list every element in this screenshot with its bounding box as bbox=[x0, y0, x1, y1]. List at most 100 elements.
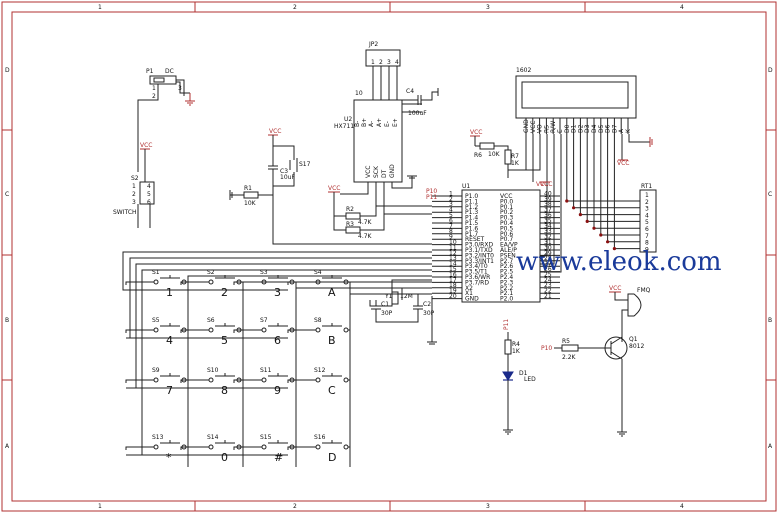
mcu-pin-number: 28 bbox=[544, 255, 552, 262]
svg-text:B-: B- bbox=[354, 121, 361, 127]
mcu-pin-name: P1.0 bbox=[465, 193, 478, 200]
svg-text:D: D bbox=[768, 67, 773, 74]
lcd-bus-line bbox=[566, 134, 640, 202]
svg-text:E+: E+ bbox=[392, 118, 399, 127]
vcc-label: VCC bbox=[140, 142, 152, 149]
mcu-pin-name: P1.2 bbox=[465, 204, 478, 211]
mcu-pin-name: VCC bbox=[500, 193, 512, 200]
rt1-pin-number: 8 bbox=[645, 240, 649, 247]
frame-col-2: 2 bbox=[293, 4, 297, 11]
keypad-button-ref: S9 bbox=[152, 367, 160, 374]
svg-text:4.7K: 4.7K bbox=[358, 219, 373, 226]
frame-col-3: 3 bbox=[486, 4, 490, 11]
svg-text:A-: A- bbox=[368, 121, 375, 127]
keypad-button-ref: S16 bbox=[314, 434, 326, 441]
mcu-pin-number: 34 bbox=[544, 223, 552, 230]
mcu-pin-name: ALE/P bbox=[500, 247, 517, 254]
svg-text:3: 3 bbox=[486, 503, 490, 510]
rt1-pin-number: 9 bbox=[645, 246, 649, 253]
hx711-module-u2: U2 HX711 10 B- B+ A- A+ E- E+ VCC SCK DT… bbox=[334, 90, 422, 214]
svg-text:Q1: Q1 bbox=[629, 336, 638, 343]
keypad-button-label: 3 bbox=[274, 286, 281, 299]
keypad-button-ref: S12 bbox=[314, 367, 326, 374]
mcu-pin-name: P3.7/RD bbox=[465, 279, 489, 286]
keypad-button-label: D bbox=[328, 451, 336, 464]
lcd-k-line bbox=[628, 134, 636, 143]
crystal-circuit: Y1 12M C1 30P C2 30P bbox=[369, 279, 437, 345]
svg-text:6: 6 bbox=[147, 199, 151, 206]
mcu-pin-number: 14 bbox=[449, 261, 457, 268]
svg-text:A: A bbox=[768, 443, 773, 450]
mcu-pin-name: P0.4 bbox=[500, 220, 513, 227]
svg-text:10K: 10K bbox=[244, 200, 257, 207]
mcu-pin-number: 32 bbox=[544, 234, 552, 241]
svg-text:U2: U2 bbox=[344, 116, 352, 123]
mcu-pin-name: X2 bbox=[465, 285, 473, 292]
svg-text:2.2K: 2.2K bbox=[562, 354, 577, 361]
mcu-pin-number: 2 bbox=[449, 196, 453, 203]
keypad-button-ref: S6 bbox=[207, 317, 215, 324]
svg-text:R6: R6 bbox=[474, 152, 482, 159]
lcd-bus-line bbox=[579, 134, 640, 216]
mcu-pin-name: P2.1 bbox=[500, 290, 513, 297]
reset-circuit: VCC S17 C3 10uF R1 10K bbox=[229, 128, 432, 245]
keypad-col-bus bbox=[349, 293, 432, 460]
mcu-pin-number: 33 bbox=[544, 228, 552, 235]
svg-text:3: 3 bbox=[387, 59, 391, 66]
svg-text:VCC: VCC bbox=[617, 160, 629, 167]
rt1-pin-number: 3 bbox=[645, 206, 649, 213]
svg-text:VCC: VCC bbox=[609, 285, 621, 292]
keypad-button-label: 4 bbox=[166, 334, 173, 347]
mcu-pin-number: 7 bbox=[449, 223, 453, 230]
svg-text:4: 4 bbox=[147, 183, 151, 190]
svg-text:VCC: VCC bbox=[536, 181, 548, 188]
mcu-pin-number: 3 bbox=[449, 201, 453, 208]
mcu-pin-number: 19 bbox=[449, 288, 457, 295]
frame-row-A: A bbox=[5, 443, 10, 450]
svg-text:SWITCH: SWITCH bbox=[113, 209, 137, 216]
svg-text:C2: C2 bbox=[423, 301, 431, 308]
connector-jp2: JP2 1 2 3 4 bbox=[365, 41, 401, 100]
mcu-pin-number: 15 bbox=[449, 266, 457, 273]
svg-text:100uF: 100uF bbox=[408, 110, 427, 117]
mcu-pin-number: 40 bbox=[544, 190, 552, 197]
svg-text:12M: 12M bbox=[400, 293, 413, 300]
frame-col-1: 1 bbox=[98, 4, 102, 11]
rt1-pin-number: 1 bbox=[645, 192, 649, 199]
svg-text:VCC: VCC bbox=[365, 166, 372, 178]
net-label-p11: P11 bbox=[426, 194, 437, 201]
mcu-pin-number: 20 bbox=[449, 293, 457, 300]
junction-dot bbox=[599, 233, 603, 237]
keypad-button-ref: S14 bbox=[207, 434, 219, 441]
svg-text:4: 4 bbox=[395, 59, 399, 66]
mcu-pin-number: 21 bbox=[544, 293, 552, 300]
svg-text:1: 1 bbox=[152, 85, 156, 92]
keypad-button-label: 7 bbox=[166, 384, 173, 397]
svg-text:LED: LED bbox=[524, 376, 536, 383]
mcu-pin-number: 25 bbox=[544, 271, 552, 278]
frame-row-D: D bbox=[5, 67, 10, 74]
svg-text:Y1: Y1 bbox=[384, 293, 393, 300]
svg-text:1K: 1K bbox=[511, 160, 520, 167]
keypad-button-label: 9 bbox=[274, 384, 281, 397]
frame-col-4: 4 bbox=[680, 4, 684, 11]
mcu-pin-name: P0.6 bbox=[500, 231, 513, 238]
mcu-pin-number: 9 bbox=[449, 234, 453, 241]
keypad-button-s5: S54 bbox=[125, 317, 189, 350]
mcu-pin-name: P1.5 bbox=[465, 220, 478, 227]
mcu-pin-number: 29 bbox=[544, 250, 552, 257]
mcu-pin-name: P2.7 bbox=[500, 258, 513, 265]
svg-text:B+: B+ bbox=[361, 118, 368, 127]
mcu-pin-number: 37 bbox=[544, 207, 552, 214]
mcu-pin-name: P3.5/T1 bbox=[465, 269, 488, 276]
junction-dot bbox=[612, 247, 617, 251]
keypad-button-label: # bbox=[274, 451, 283, 464]
keypad-button-s6: S65 bbox=[180, 317, 244, 350]
mcu-pin-number: 8 bbox=[449, 228, 453, 235]
mcu-pin-number: 27 bbox=[544, 261, 552, 268]
keypad-button-ref: S11 bbox=[260, 367, 272, 374]
